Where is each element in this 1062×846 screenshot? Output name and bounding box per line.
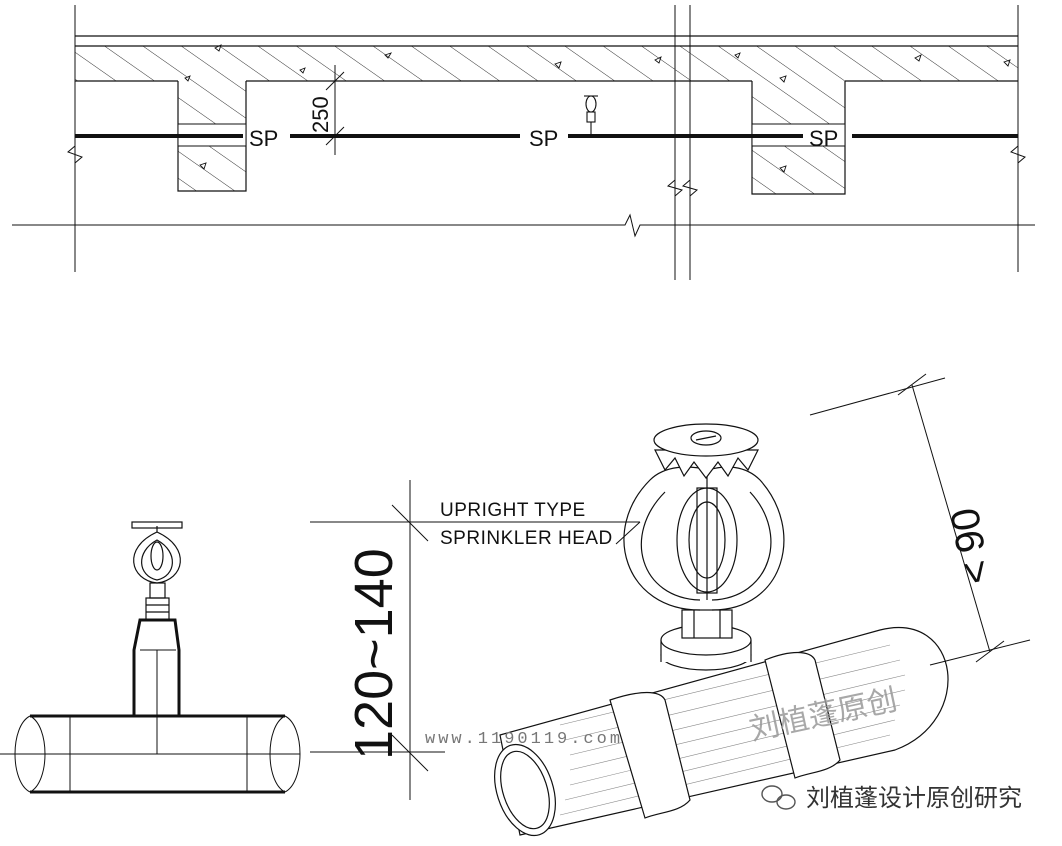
watermark-site: www.1190119.com [425, 730, 623, 749]
sprinkler-head-elevation [131, 521, 183, 621]
watermark-account: 刘植蓬设计原创研究 [806, 785, 1022, 812]
concrete-slab [75, 46, 1018, 81]
section-view [12, 5, 1035, 280]
sp-label-1: SP [249, 126, 278, 151]
elevation-view [0, 521, 301, 794]
dim-90-label: 90 [943, 505, 994, 556]
isometric-view [494, 423, 949, 837]
isometric-outlet [660, 609, 752, 671]
sp-label-3: SP [809, 126, 838, 151]
dim-90-prefix: < [952, 557, 999, 588]
isometric-frame [623, 466, 785, 611]
wechat-icon [761, 785, 796, 810]
callout-line-2: SPRINKLER HEAD [440, 528, 613, 549]
dim-120-140-label: 120~140 [344, 548, 404, 760]
tee-fitting [132, 618, 181, 754]
callout-line-1: UPRIGHT TYPE [440, 500, 586, 521]
isometric-pipe [494, 627, 949, 837]
upright-sprinkler-symbol [584, 95, 598, 136]
floor-line [12, 213, 1035, 238]
isometric-deflector [653, 423, 759, 479]
aggregate-marks [184, 44, 1011, 173]
main-pipe-elevation [0, 714, 301, 794]
dimension-90 [809, 373, 1031, 666]
dim-250-label: 250 [308, 96, 333, 133]
sp-label-2: SP [529, 126, 558, 151]
break-marks [67, 145, 1026, 197]
dimension-120-140 [310, 480, 640, 800]
dimension-250 [310, 71, 350, 146]
callout-leader [615, 521, 641, 545]
